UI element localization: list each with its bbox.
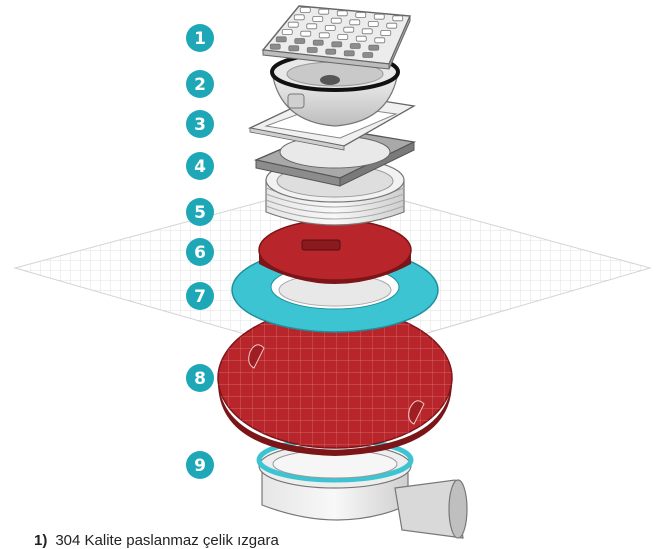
grate-slot bbox=[350, 44, 360, 49]
grate-slot bbox=[368, 22, 378, 27]
grate-slot bbox=[289, 46, 299, 51]
grate-slot bbox=[363, 53, 373, 58]
badge-7: 7 bbox=[186, 282, 214, 310]
caption-number: 1) bbox=[34, 532, 47, 549]
badge-label: 3 bbox=[194, 115, 206, 135]
grate-slot bbox=[325, 26, 335, 31]
grate-slot bbox=[369, 45, 379, 50]
grate-slot bbox=[319, 9, 329, 14]
badge-label: 5 bbox=[194, 203, 206, 223]
badge-5: 5 bbox=[186, 198, 214, 226]
grate-slot bbox=[344, 51, 354, 56]
grate-slot bbox=[326, 49, 336, 54]
grate-slot bbox=[387, 23, 397, 28]
grate-slot bbox=[307, 48, 317, 53]
badge-6: 6 bbox=[186, 238, 214, 266]
grate-slot bbox=[307, 24, 317, 29]
badge-label: 6 bbox=[194, 243, 206, 263]
drain-body-part-9 bbox=[259, 440, 467, 538]
grate-slot bbox=[301, 31, 311, 36]
badge-8: 8 bbox=[186, 364, 214, 392]
badge-9: 9 bbox=[186, 451, 214, 479]
grate-slot bbox=[374, 14, 384, 19]
badge-label: 8 bbox=[194, 369, 206, 389]
grate-slot bbox=[375, 38, 385, 43]
grate-slot bbox=[381, 31, 391, 36]
badge-2: 2 bbox=[186, 70, 214, 98]
grate-slot bbox=[393, 16, 403, 21]
grate-slot bbox=[332, 42, 342, 47]
grate-slot bbox=[295, 39, 305, 44]
grate-slot bbox=[338, 35, 348, 40]
grate-slot bbox=[276, 37, 286, 42]
grate-slot bbox=[362, 29, 372, 34]
grate-slot bbox=[300, 8, 310, 13]
grate-slot bbox=[344, 27, 354, 32]
badge-3: 3 bbox=[186, 110, 214, 138]
grate-slot bbox=[282, 30, 292, 35]
grate-slot bbox=[270, 44, 280, 49]
badge-label: 1 bbox=[194, 29, 206, 49]
grate-slot bbox=[294, 15, 304, 20]
badge-label: 7 bbox=[194, 287, 206, 307]
grate-slot bbox=[356, 36, 366, 41]
grate-slot bbox=[356, 13, 366, 18]
grate-slot bbox=[350, 20, 360, 25]
badge-1: 1 bbox=[186, 24, 214, 52]
grate-slot bbox=[331, 18, 341, 23]
badge-label: 4 bbox=[194, 157, 206, 177]
caption: 1) 304 Kalite paslanmaz çelik ızgara bbox=[34, 532, 279, 549]
badge-label: 2 bbox=[194, 75, 206, 95]
grate-slot bbox=[288, 22, 298, 27]
grate-slot bbox=[313, 40, 323, 45]
badge-4: 4 bbox=[186, 152, 214, 180]
grate-slot bbox=[319, 33, 329, 38]
badge-label: 9 bbox=[194, 456, 206, 476]
part-number-badges: 1 2 3 4 5 6 7 8 9 bbox=[186, 24, 214, 479]
grate-slot bbox=[337, 11, 347, 16]
grate-slot bbox=[313, 17, 323, 22]
caption-text: 304 Kalite paslanmaz çelik ızgara bbox=[55, 532, 278, 549]
